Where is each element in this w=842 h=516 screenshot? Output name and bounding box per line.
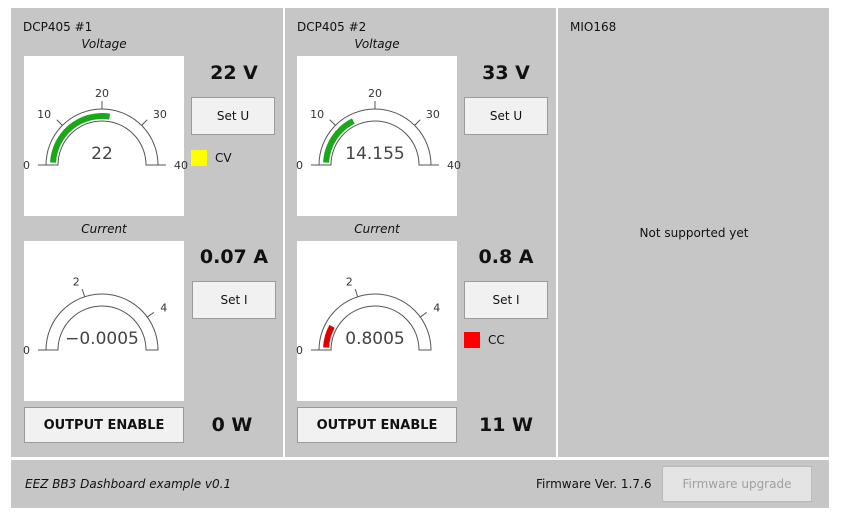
gauge-scale-band bbox=[318, 293, 432, 351]
current-gauge: 0 2 4 0.8005 bbox=[296, 241, 457, 401]
gauge-svg: 0 2 4 −0.0005 bbox=[23, 276, 167, 357]
set-u-button[interactable]: Set U bbox=[464, 97, 548, 135]
set-u-button[interactable]: Set U bbox=[191, 97, 275, 135]
output-enable-button[interactable]: OUTPUT ENABLE bbox=[24, 407, 184, 443]
gauge-tick bbox=[147, 311, 155, 318]
gauge-tick-label: 30 bbox=[426, 108, 440, 121]
gauge-reading: 14.155 bbox=[345, 144, 404, 164]
gauge-tick-label: 2 bbox=[73, 276, 80, 289]
voltage-gauge-label: Voltage bbox=[354, 37, 400, 51]
output-enable-button[interactable]: OUTPUT ENABLE bbox=[297, 407, 457, 443]
gauge-tick-label: 0 bbox=[23, 344, 30, 357]
gauge-tick-label: 0 bbox=[23, 159, 30, 172]
gauge-reading: 0.8005 bbox=[345, 329, 404, 349]
gauge-tick bbox=[329, 119, 336, 126]
gauge-reading: 22 bbox=[91, 144, 113, 164]
channel-title: DCP405 #1 bbox=[23, 20, 93, 34]
current-set-value: 0.07 A bbox=[199, 246, 269, 268]
gauge-value-bar bbox=[50, 113, 111, 163]
current-set-value: 0.8 A bbox=[478, 246, 534, 268]
gauge-tick bbox=[56, 119, 63, 126]
gauge-tick-label: 30 bbox=[153, 108, 167, 121]
set-i-button[interactable]: Set I bbox=[192, 281, 276, 319]
channel-title: DCP405 #2 bbox=[297, 20, 367, 34]
gauge-tick-label: 40 bbox=[447, 159, 461, 172]
gauge-tick bbox=[420, 311, 428, 318]
gauge-tick-label: 0 bbox=[296, 159, 303, 172]
gauge-tick bbox=[141, 119, 148, 126]
set-i-button[interactable]: Set I bbox=[464, 281, 548, 319]
voltage-gauge: 0 10 20 30 40 22 bbox=[23, 56, 188, 216]
mode-indicator-label: CV bbox=[215, 151, 232, 165]
gauge-tick-label: 4 bbox=[160, 302, 167, 315]
power-readout: 11 W bbox=[478, 414, 533, 436]
gauge-scale-band bbox=[45, 293, 159, 351]
gauge-value-bar bbox=[323, 118, 355, 163]
current-gauge: 0 2 4 −0.0005 bbox=[23, 241, 184, 401]
gauge-svg: 0 2 4 0.8005 bbox=[296, 276, 440, 357]
gauge-tick-label: 0 bbox=[296, 344, 303, 357]
gauge-tick-label: 2 bbox=[346, 276, 353, 289]
firmware-version: Firmware Ver. 1.7.6 bbox=[536, 477, 652, 491]
gauge-tick-label: 40 bbox=[174, 159, 188, 172]
gauge-tick-label: 20 bbox=[95, 87, 109, 100]
gauge-tick-label: 10 bbox=[310, 108, 324, 121]
mio-title: MIO168 bbox=[570, 20, 617, 34]
voltage-gauge-label: Voltage bbox=[81, 37, 127, 51]
gauge-tick bbox=[414, 119, 421, 126]
mode-indicator-swatch bbox=[464, 332, 480, 348]
power-readout: 0 W bbox=[211, 414, 253, 436]
voltage-set-value: 22 V bbox=[210, 62, 258, 84]
gauge-svg: 0 10 20 30 40 14.155 bbox=[296, 87, 461, 172]
gauge-tick bbox=[354, 288, 359, 297]
footer-bar: EEZ BB3 Dashboard example v0.1 Firmware … bbox=[11, 460, 829, 508]
current-gauge-label: Current bbox=[81, 222, 127, 236]
mio-panel: MIO168 Not supported yet bbox=[558, 8, 829, 457]
firmware-upgrade-button[interactable]: Firmware upgrade bbox=[662, 466, 812, 502]
app-title: EEZ BB3 Dashboard example v0.1 bbox=[25, 477, 232, 491]
gauge-reading: −0.0005 bbox=[65, 329, 139, 349]
voltage-set-value: 33 V bbox=[482, 62, 530, 84]
not-supported-message: Not supported yet bbox=[639, 226, 749, 240]
gauge-svg: 0 10 20 30 40 22 bbox=[23, 87, 188, 172]
mode-indicator-swatch bbox=[191, 150, 207, 166]
gauge-tick-label: 20 bbox=[368, 87, 382, 100]
gauge-tick bbox=[81, 288, 86, 297]
gauge-value-bar bbox=[323, 324, 335, 348]
voltage-gauge: 0 10 20 30 40 14.155 bbox=[296, 56, 461, 216]
gauge-tick-label: 4 bbox=[433, 302, 440, 315]
gauge-tick-label: 10 bbox=[37, 108, 51, 121]
mode-indicator-label: CC bbox=[488, 333, 505, 347]
current-gauge-label: Current bbox=[354, 222, 400, 236]
